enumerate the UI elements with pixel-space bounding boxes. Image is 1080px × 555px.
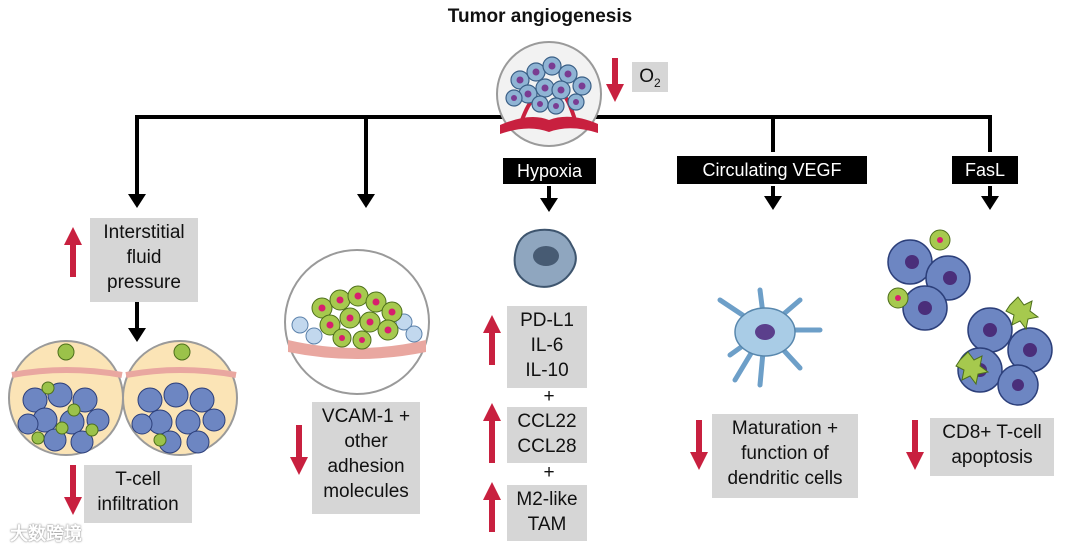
tcell-line-1: T-cell: [115, 469, 161, 490]
arrow-down-tcell-icon: [64, 465, 82, 515]
arrow-up-pdl1-icon: [483, 315, 501, 365]
vcam-line-3: adhesion: [327, 456, 405, 477]
vcam-line-4: molecules: [323, 481, 409, 502]
ifp-line-3: pressure: [107, 272, 181, 293]
box-tcell-infiltration: T-cell infiltration: [84, 465, 192, 523]
ifp-line-1: Interstitial: [103, 222, 185, 243]
tissue-before-illustration: [8, 340, 124, 456]
ccl-line-2: CCL28: [517, 436, 577, 457]
tcell-line-2: infiltration: [97, 494, 179, 515]
box-interstitial-fluid-pressure: Interstitial fluid pressure: [90, 218, 198, 302]
dc-line-3: dendritic cells: [727, 468, 843, 489]
header-hypoxia: Hypoxia: [503, 158, 596, 184]
tumor-vessel-illustration: [496, 41, 602, 147]
ifp-line-2: fluid: [126, 247, 162, 268]
arrow-down-cd8-icon: [906, 420, 924, 470]
box-cd8-apoptosis: CD8+ T-cell apoptosis: [930, 418, 1054, 476]
header-fasl: FasL: [952, 156, 1018, 184]
arrow-down-dc-icon: [690, 420, 708, 470]
plus-sign-2: +: [543, 462, 555, 483]
red-arrows: [64, 58, 924, 532]
dendritic-cell-body: [734, 307, 796, 357]
connector-lines: [135, 115, 992, 330]
dc-line-1: Maturation +: [731, 418, 839, 439]
ccl-line-1: CCL22: [517, 411, 577, 432]
dc-line-2: function of: [741, 443, 829, 464]
arrow-up-ccl-icon: [483, 403, 501, 463]
cd8-line-1: CD8+ T-cell: [942, 422, 1042, 443]
arrow-down-vcam-icon: [290, 425, 308, 475]
vcam-line-1: VCAM-1 +: [321, 406, 411, 427]
arrow-down-oxygen-icon: [606, 58, 624, 102]
header-circulating-vegf: Circulating VEGF: [677, 156, 867, 184]
pdl1-line-2: IL-6: [530, 335, 564, 356]
vessel-adhesion-illustration: [284, 249, 430, 395]
pdl1-line-1: PD-L1: [520, 310, 574, 331]
m2-line-1: M2-like: [516, 489, 578, 510]
diagram-title: Tumor angiogenesis: [447, 6, 633, 27]
watermark: 大数跨境: [10, 524, 82, 544]
arrow-up-m2-icon: [483, 482, 501, 532]
connector-arrowheads: [128, 194, 999, 342]
oxygen-subscript: 2: [654, 75, 661, 90]
arrow-up-ifp-icon: [64, 227, 82, 277]
box-pdl1-il6-il10: PD-L1 IL-6 IL-10: [507, 306, 587, 388]
oxygen-label: O2: [632, 62, 668, 92]
cd8-line-2: apoptosis: [951, 447, 1033, 468]
box-ccl22-ccl28: CCL22 CCL28: [507, 407, 587, 463]
box-m2-tam: M2-like TAM: [507, 485, 587, 541]
pdl1-line-3: IL-10: [525, 360, 569, 381]
macrophage-illustration: [513, 228, 577, 288]
box-vcam: VCAM-1 + other adhesion molecules: [312, 402, 420, 514]
plus-sign-1: +: [543, 386, 555, 407]
tissue-after-illustration: [122, 340, 238, 456]
tcell-apoptosis-illustration: [887, 229, 1053, 406]
box-dendritic-cells: Maturation + function of dendritic cells: [712, 414, 858, 498]
vcam-line-2: other: [344, 431, 388, 452]
oxygen-symbol: O: [639, 66, 655, 87]
m2-line-2: TAM: [527, 514, 567, 535]
